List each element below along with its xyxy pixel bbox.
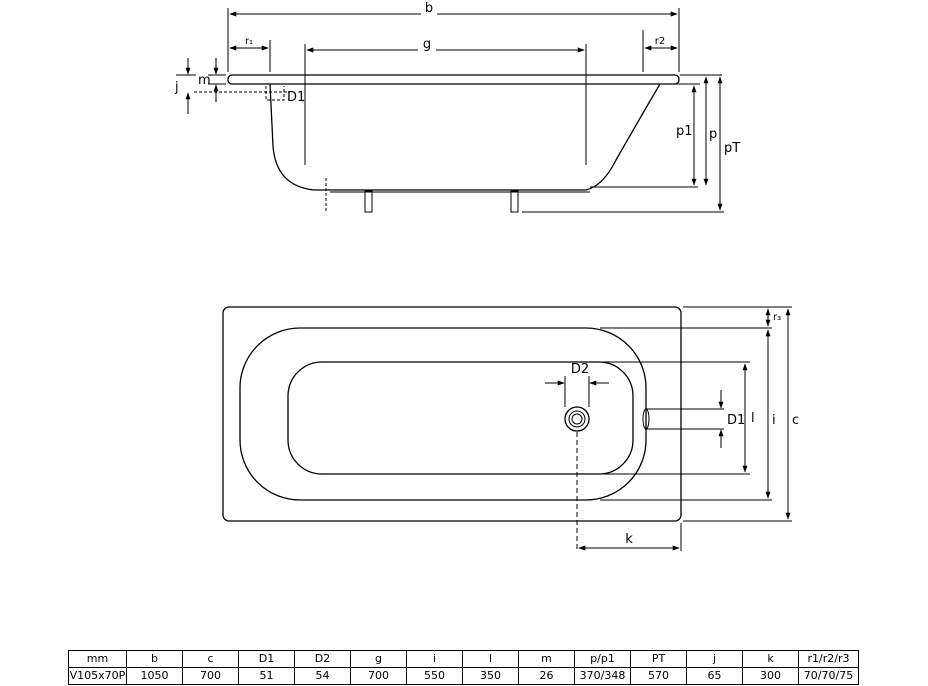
overflow-pipe	[265, 86, 285, 101]
table-row: V105x70P 1050 700 51 54 700 550 350 26 3…	[68, 667, 859, 685]
table-cell: 70/70/75	[798, 667, 859, 685]
table-header-cell: k	[742, 650, 799, 668]
table-cell: 26	[518, 667, 575, 685]
table-header-cell: D1	[238, 650, 295, 668]
table-header-cell: l	[462, 650, 519, 668]
table-header-cell: r1/r2/r3	[798, 650, 859, 668]
table-cell: 570	[630, 667, 687, 685]
table-header-cell: c	[182, 650, 239, 668]
drain-mid	[568, 410, 586, 428]
label-c: c	[792, 413, 799, 428]
label-d2: D2	[571, 362, 589, 377]
label-d1-side: D1	[287, 90, 305, 105]
bathtub-rim	[227, 74, 680, 85]
table-cell: V105x70P	[68, 667, 127, 685]
top-view	[222, 306, 792, 551]
tub-outer-rim	[222, 306, 682, 522]
table-cell: 700	[182, 667, 239, 685]
table-cell: 350	[462, 667, 519, 685]
table-header-cell: p/p1	[574, 650, 631, 668]
drain-outer	[564, 406, 590, 432]
bathtub-basin-outline	[269, 83, 661, 191]
table-header-cell: j	[686, 650, 743, 668]
table-header-cell: D2	[294, 650, 351, 668]
table-header-cell: g	[350, 650, 407, 668]
label-p: p	[709, 127, 717, 142]
label-r2: r2	[655, 36, 665, 47]
label-r3: r₃	[773, 312, 781, 323]
table-cell: 1050	[126, 667, 183, 685]
label-l: l	[751, 411, 755, 426]
label-k: k	[625, 532, 633, 547]
table-cell: 65	[686, 667, 743, 685]
table-header-cell: i	[406, 650, 463, 668]
label-p1: p1	[676, 124, 693, 139]
overflow-pipe-end	[642, 408, 650, 430]
tub-inner-basin	[239, 327, 647, 501]
technical-drawing: b g r₁ r2 m j D1 p1 p pT	[174, 1, 799, 551]
table-cell: 51	[238, 667, 295, 685]
tub-bottom-area	[287, 361, 634, 475]
foot-left	[364, 190, 373, 213]
table-cell: 550	[406, 667, 463, 685]
dimension-table: mm b c D1 D2 g i l m p/p1 PT j k r1/r2/r…	[68, 650, 859, 685]
table-header-cell: m	[518, 650, 575, 668]
label-g: g	[423, 37, 431, 52]
table-header-row: mm b c D1 D2 g i l m p/p1 PT j k r1/r2/r…	[68, 650, 859, 668]
label-d1-top: D1	[727, 413, 745, 428]
side-view	[176, 8, 724, 213]
label-j: j	[174, 80, 179, 95]
table-cell: 300	[742, 667, 799, 685]
table-header-cell: mm	[68, 650, 127, 668]
table-cell: 370/348	[574, 667, 631, 685]
table-header-cell: b	[126, 650, 183, 668]
label-b: b	[425, 1, 433, 16]
table-cell: 54	[294, 667, 351, 685]
label-pt: pT	[724, 141, 740, 156]
label-m: m	[198, 73, 211, 88]
label-r1: r₁	[245, 36, 253, 47]
foot-right	[510, 190, 519, 213]
drain-inner	[571, 413, 583, 425]
table-header-cell: PT	[630, 650, 687, 668]
table-cell: 700	[350, 667, 407, 685]
label-i: i	[772, 413, 776, 428]
